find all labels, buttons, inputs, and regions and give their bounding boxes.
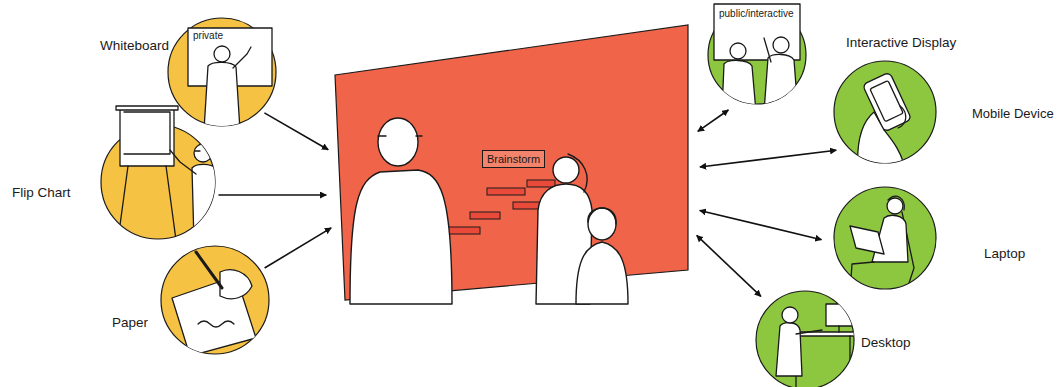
device-circle: Interactive Displaypublic/interactive <box>707 5 807 105</box>
circle-shape <box>756 291 854 387</box>
device-circle: Desktop <box>755 290 855 387</box>
circle-shape <box>101 125 215 239</box>
node-heading: Mobile Device <box>972 107 1054 121</box>
input-circle: Flip Chart <box>100 124 216 240</box>
circle-shape <box>834 187 936 289</box>
circle-shape <box>161 246 269 354</box>
flow-arrow <box>700 150 836 167</box>
node-heading: Paper <box>112 316 148 331</box>
board-label: public/interactive <box>719 8 793 19</box>
circle-outline <box>833 60 937 164</box>
circle-outline <box>100 124 216 240</box>
device-circle: Mobile Device <box>833 60 937 164</box>
circle-outline <box>707 5 807 105</box>
input-circle: Paper <box>160 245 270 355</box>
flow-arrow <box>700 211 822 240</box>
board-label: private <box>193 30 223 41</box>
node-heading: Flip Chart <box>12 186 71 201</box>
flow-arrow <box>698 110 729 131</box>
flow-arrow <box>265 228 332 268</box>
node-heading: Whiteboard <box>100 39 169 54</box>
device-circle: Laptop <box>833 186 937 290</box>
circle-outline <box>160 245 270 355</box>
node-heading: Interactive Display <box>846 36 956 51</box>
circle-outline <box>833 186 937 290</box>
node-heading: Desktop <box>861 336 911 351</box>
flow-arrow <box>697 235 761 296</box>
circle-shape <box>708 6 806 104</box>
wall-heading: Brainstorm <box>482 150 545 168</box>
flow-arrow <box>219 194 327 196</box>
flow-arrow <box>264 113 328 150</box>
wall-display: Brainstorm <box>330 22 695 304</box>
node-heading: Laptop <box>984 247 1025 262</box>
circle-shape <box>168 18 276 126</box>
circle-shape <box>834 61 936 163</box>
input-circle: Whiteboardprivate <box>167 17 277 127</box>
circle-outline <box>755 290 855 387</box>
wall-shape <box>335 25 688 300</box>
